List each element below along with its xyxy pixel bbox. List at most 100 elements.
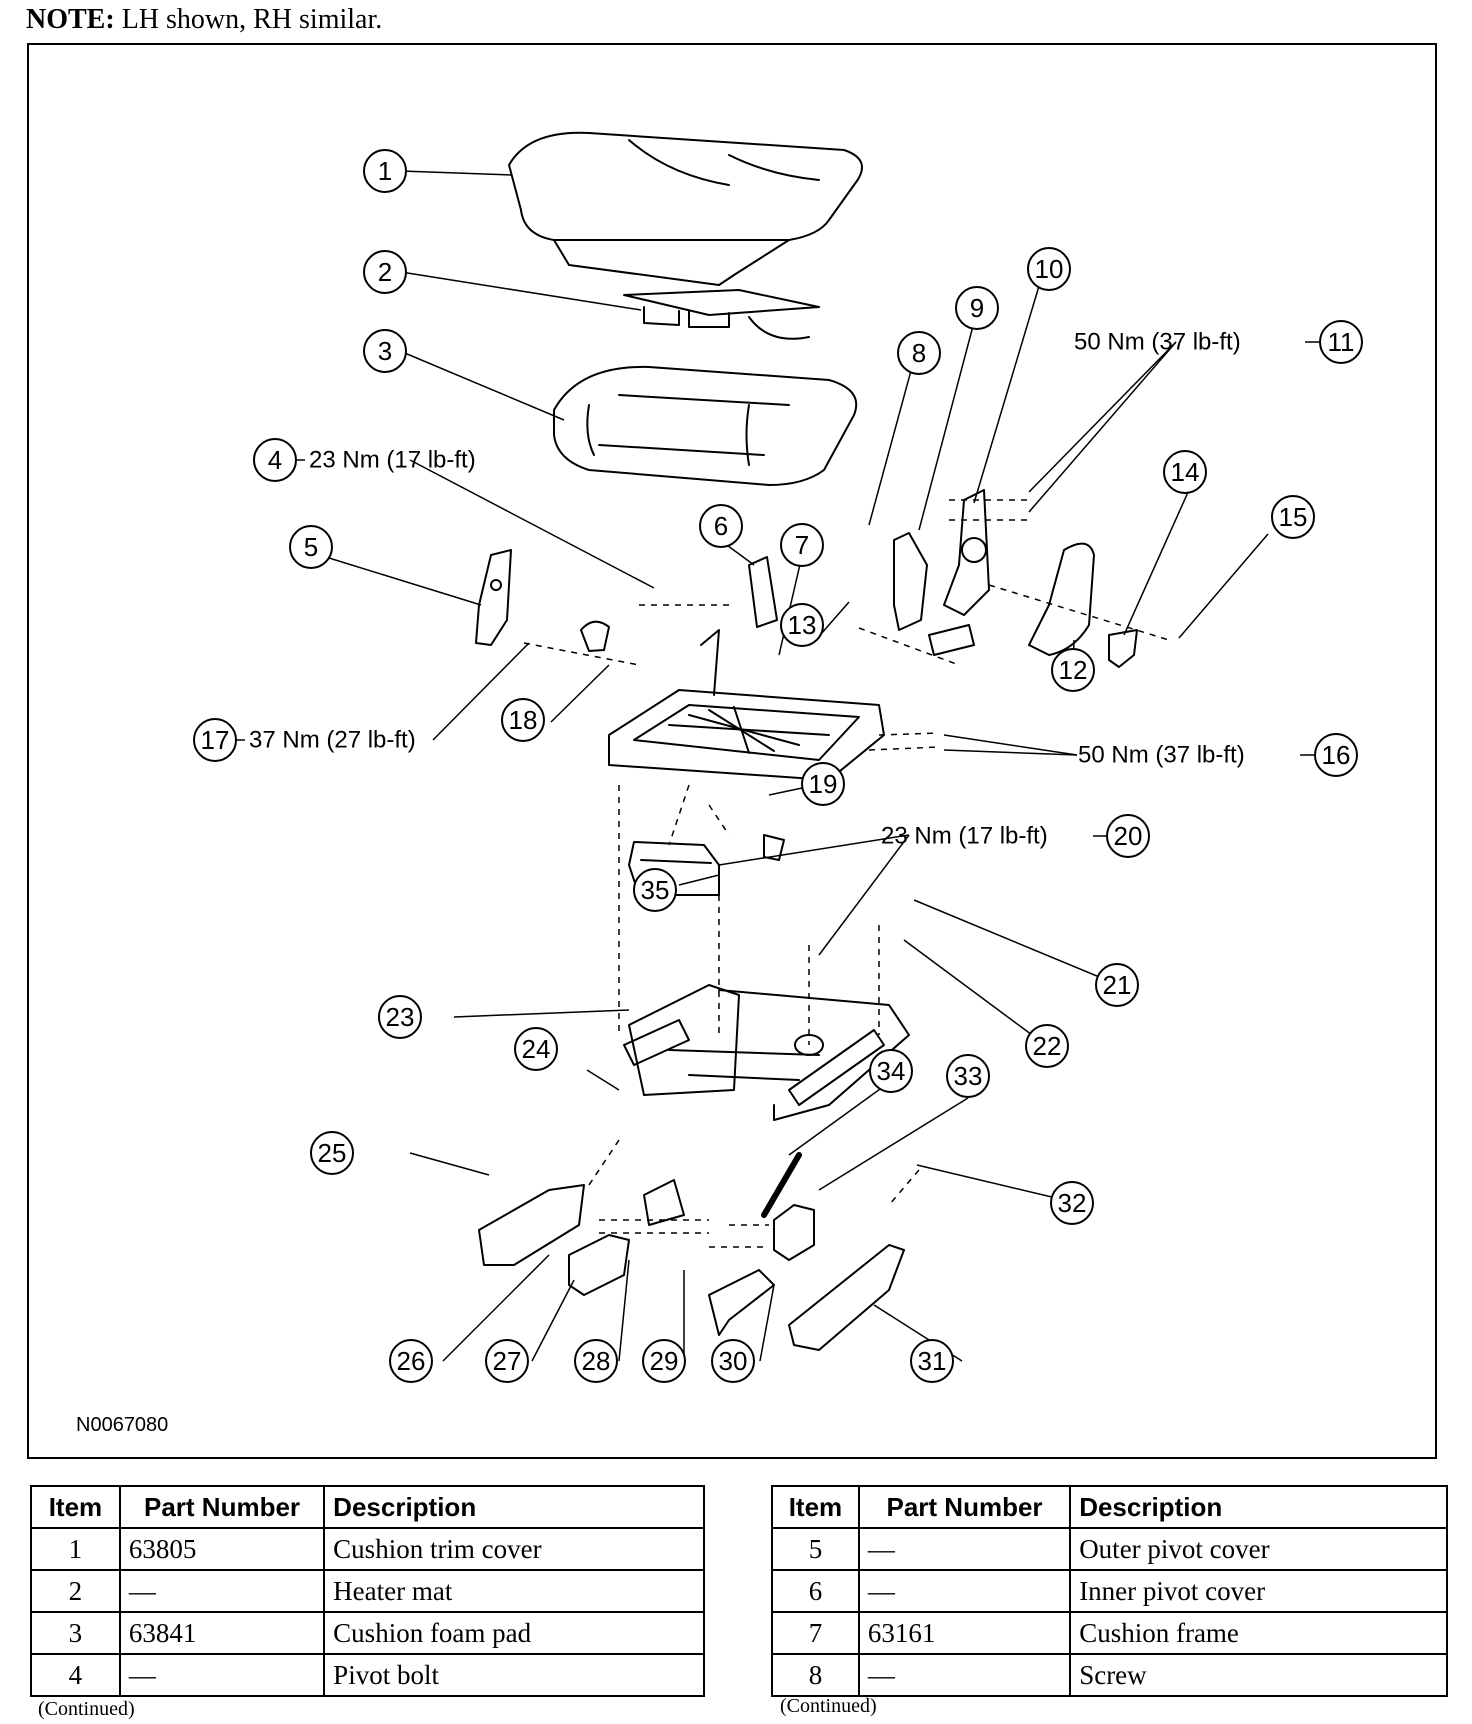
callout-circle-3	[363, 329, 407, 373]
recliner-knob-part	[580, 620, 610, 652]
callout-1: 1	[378, 156, 392, 186]
part-number-cell: —	[118, 1653, 326, 1697]
callout-18: 18	[509, 705, 538, 735]
callout-8: 8	[912, 338, 926, 368]
callout-circle-30	[711, 1339, 755, 1383]
callout-circle-32	[1050, 1181, 1094, 1225]
item-cell: 4	[30, 1653, 121, 1697]
callout-27: 27	[493, 1346, 522, 1376]
recliner-plate-part	[893, 532, 928, 631]
callout-14: 14	[1171, 457, 1200, 487]
callout-circle-13	[780, 603, 824, 647]
callout-25: 25	[318, 1138, 347, 1168]
callout-circle-8	[897, 331, 941, 375]
part-number-cell: 63841	[118, 1611, 326, 1655]
callout-circle-25	[310, 1131, 354, 1175]
part-number-cell: 63161	[857, 1611, 1072, 1655]
torque-label-11: 50 Nm (37 lb-ft)	[1074, 329, 1241, 356]
table-row: 3 63841 Cushion foam pad	[30, 1611, 705, 1655]
header-part-number: Part Number	[857, 1485, 1072, 1529]
callout-30: 30	[719, 1346, 748, 1376]
header-description: Description	[1069, 1485, 1448, 1529]
callout-20: 20	[1114, 821, 1143, 851]
callout-4: 4	[268, 445, 282, 475]
callout-circle-5	[289, 525, 333, 569]
track-end-cover-part	[788, 1244, 905, 1351]
seat-track-part	[623, 984, 910, 1121]
callout-5: 5	[304, 532, 318, 562]
callout-circle-22	[1025, 1024, 1069, 1068]
parts-table-1: Item Part Number Description 1 63805 Cus…	[30, 1485, 705, 1697]
item-cell: 1	[30, 1527, 121, 1571]
callout-circle-6	[699, 504, 743, 548]
header-item: Item	[30, 1485, 121, 1529]
callout-16: 16	[1322, 740, 1351, 770]
callout-24: 24	[522, 1034, 551, 1064]
callout-circle-35	[633, 868, 677, 912]
outer-track-cover-part	[478, 1184, 585, 1266]
note: NOTE: LH shown, RH similar.	[26, 4, 382, 36]
table-row: 4 — Pivot bolt	[30, 1653, 705, 1697]
outer-pivot-cover-part	[475, 549, 512, 646]
description-cell: Heater mat	[323, 1569, 705, 1613]
item-cell: 6	[771, 1569, 860, 1613]
callout-circle-23	[378, 995, 422, 1039]
callout-circle-21	[1095, 963, 1139, 1007]
table-row: 6 — Inner pivot cover	[771, 1569, 1448, 1613]
callout-7: 7	[795, 530, 809, 560]
callout-10: 10	[1035, 254, 1064, 284]
callout-circle-12	[1051, 648, 1095, 692]
heater-mat-part	[623, 289, 820, 340]
callout-26: 26	[397, 1346, 426, 1376]
callout-circle-27	[485, 1339, 529, 1383]
callout-34: 34	[877, 1056, 906, 1086]
torque-label-4: 23 Nm (17 lb-ft)	[309, 447, 476, 474]
part-number-cell: 63805	[118, 1527, 326, 1571]
header-part-number: Part Number	[118, 1485, 326, 1529]
table-header-row: Item Part Number Description	[771, 1485, 1448, 1529]
figure-id: N0067080	[76, 1414, 168, 1436]
item-cell: 5	[771, 1527, 860, 1571]
callout-11: 11	[1328, 327, 1355, 357]
table-row: 8 — Screw	[771, 1653, 1448, 1697]
callout-23: 23	[386, 1002, 415, 1032]
table-row: 5 — Outer pivot cover	[771, 1527, 1448, 1571]
callout-circle-28	[574, 1339, 618, 1383]
table-row: 2 — Heater mat	[30, 1569, 705, 1613]
callout-circle-15	[1271, 495, 1315, 539]
callout-circle-14	[1163, 450, 1207, 494]
cover-bracket-part	[1108, 629, 1138, 668]
cushion-foam-pad-part	[553, 365, 858, 486]
note-label: NOTE:	[26, 4, 115, 35]
item-cell: 7	[771, 1611, 860, 1655]
track-bracket-part	[568, 1234, 630, 1296]
continued-label-1: (Continued)	[38, 1698, 135, 1720]
part-number-cell: —	[857, 1569, 1072, 1613]
torque-label-17: 37 Nm (27 lb-ft)	[249, 727, 416, 754]
cushion-frame-part	[608, 629, 885, 781]
callout-13: 13	[788, 610, 817, 640]
callout-circle-10	[1027, 247, 1071, 291]
callout-3: 3	[378, 336, 392, 366]
table-row: 1 63805 Cushion trim cover	[30, 1527, 705, 1571]
leader-lines	[328, 170, 1269, 1362]
callout-33: 33	[954, 1061, 983, 1091]
callout-32: 32	[1058, 1188, 1087, 1218]
part-number-cell: —	[857, 1653, 1072, 1697]
torque-label-16: 50 Nm (37 lb-ft)	[1078, 742, 1245, 769]
callout-2: 2	[378, 257, 392, 287]
description-cell: Outer pivot cover	[1069, 1527, 1448, 1571]
callout-19: 19	[809, 769, 838, 799]
callout-circle-18	[501, 698, 545, 742]
item-cell: 3	[30, 1611, 121, 1655]
callout-35: 35	[641, 875, 670, 905]
callout-28: 28	[582, 1346, 611, 1376]
item-cell: 8	[771, 1653, 860, 1697]
recliner-cover-part	[1028, 542, 1095, 656]
header-description: Description	[323, 1485, 705, 1529]
exploded-view-illustration: 1 2 3 4 5 6 7 8 9 10 11 12 13 14 15 16 1…	[76, 131, 1363, 1436]
part-number-cell: —	[118, 1569, 326, 1613]
callout-circle-34	[869, 1049, 913, 1093]
description-cell: Cushion trim cover	[323, 1527, 705, 1571]
callout-circle-29	[642, 1339, 686, 1383]
